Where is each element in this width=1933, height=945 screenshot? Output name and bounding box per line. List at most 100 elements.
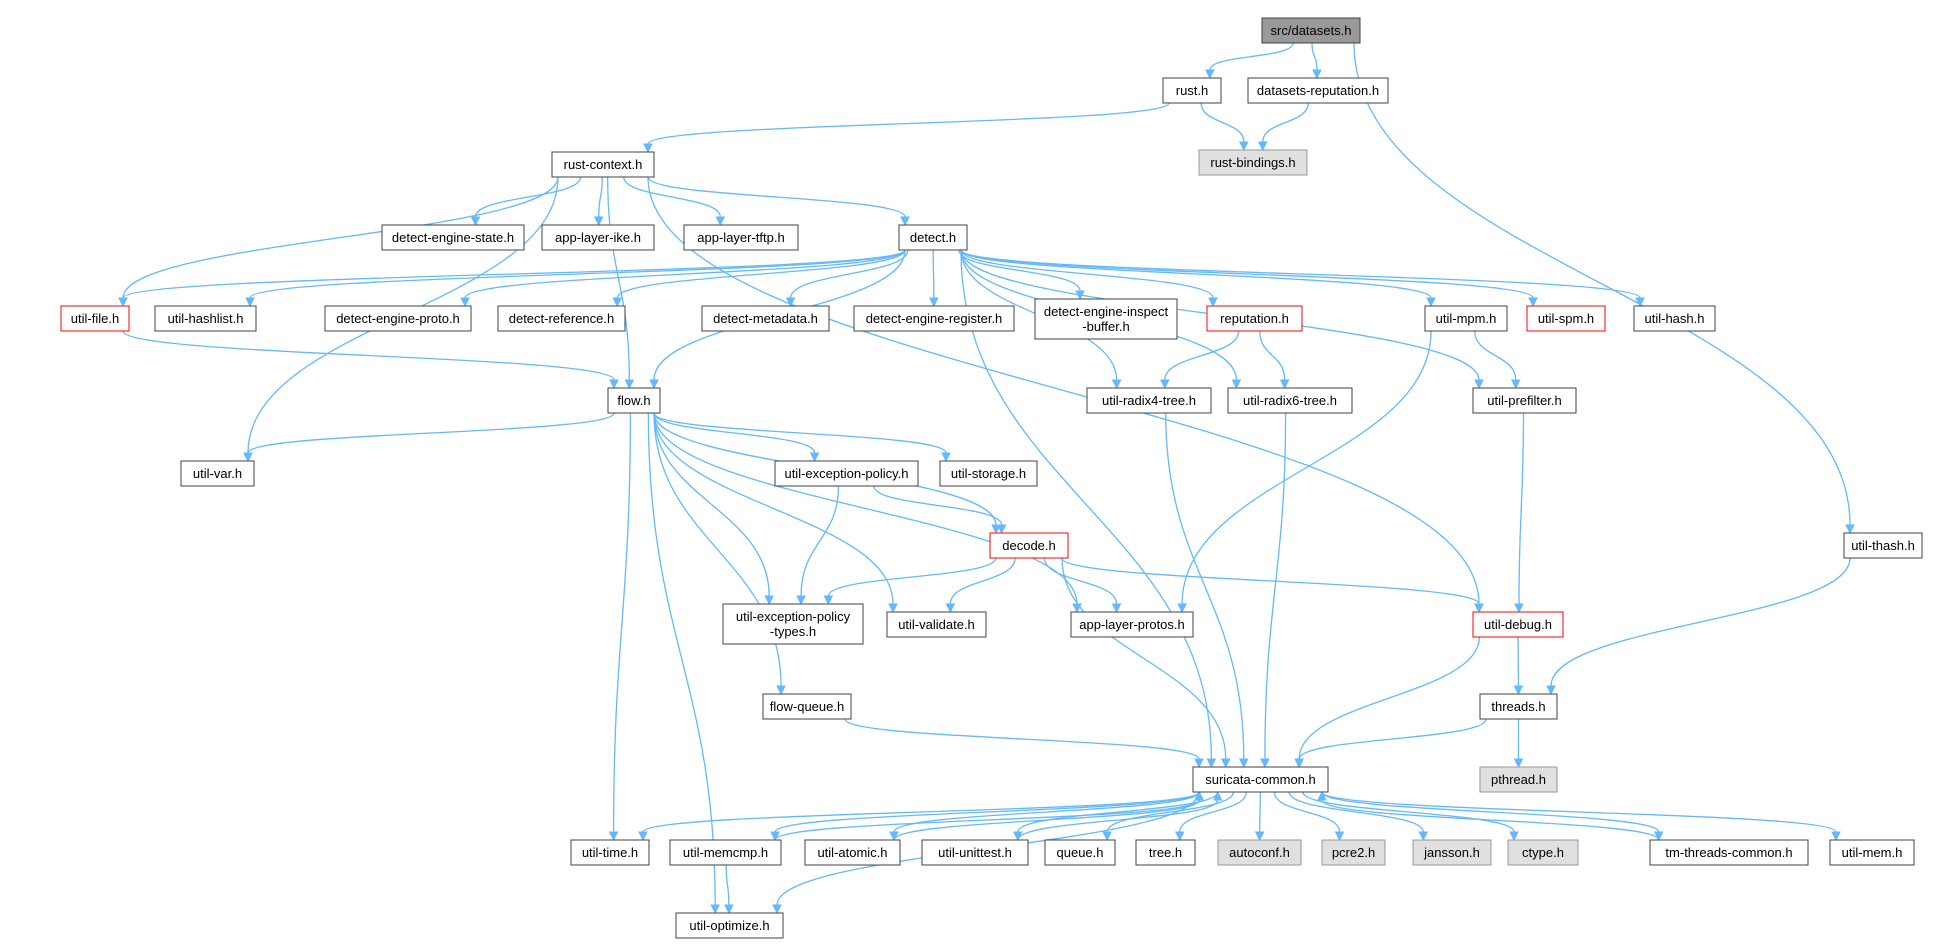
edge-detect-to-deproto bbox=[460, 249, 906, 308]
node-util-memcmp-h[interactable]: util-memcmp.h bbox=[669, 839, 782, 866]
node-detect-engine-register-h[interactable]: detect-engine-register.h bbox=[853, 305, 1015, 332]
node-label: util-thash.h bbox=[1851, 538, 1915, 553]
node-ctype-h[interactable]: ctype.h bbox=[1507, 839, 1579, 866]
edge-ufile-to-flow bbox=[122, 330, 619, 390]
node-util-validate-h[interactable]: util-validate.h bbox=[886, 611, 987, 638]
node-util-exception-policy-types-h[interactable]: util-exception-policy-types.h bbox=[722, 603, 864, 645]
node-label: src/datasets.h bbox=[1271, 23, 1352, 38]
node-label: util-var.h bbox=[193, 466, 242, 481]
node-label: detect-engine-inspect-buffer.h bbox=[1044, 304, 1169, 334]
node-detect-engine-inspect-buffer-h[interactable]: detect-engine-inspect-buffer.h bbox=[1034, 298, 1178, 340]
node-label: util-exception-policy.h bbox=[784, 466, 908, 481]
node-tm-threads-common-h[interactable]: tm-threads-common.h bbox=[1649, 839, 1809, 866]
node-label: jansson.h bbox=[1423, 845, 1480, 860]
node-label: suricata-common.h bbox=[1205, 772, 1316, 787]
node-util-radix4-tree-h[interactable]: util-radix4-tree.h bbox=[1086, 387, 1212, 414]
edge-uexc-to-uexct bbox=[796, 485, 840, 606]
node-util-thash-h[interactable]: util-thash.h bbox=[1843, 532, 1923, 559]
edge-decode-to-sc bbox=[1061, 557, 1231, 769]
node-detect-reference-h[interactable]: detect-reference.h bbox=[497, 305, 626, 332]
node-util-hash-h[interactable]: util-hash.h bbox=[1633, 305, 1716, 332]
edge-threads-to-sc bbox=[1294, 718, 1487, 769]
node-app-layer-tftp-h[interactable]: app-layer-tftp.h bbox=[683, 224, 799, 251]
node-util-file-h[interactable]: util-file.h bbox=[60, 305, 130, 332]
node-pcre2-h[interactable]: pcre2.h bbox=[1321, 839, 1386, 866]
edge-sc-to-jansson bbox=[1288, 791, 1429, 842]
node-decode-h[interactable]: decode.h bbox=[989, 532, 1069, 559]
node-app-layer-ike-h[interactable]: app-layer-ike.h bbox=[541, 224, 655, 251]
edge-detect-to-dref bbox=[612, 249, 906, 308]
node-threads-h[interactable]: threads.h bbox=[1479, 693, 1558, 720]
edge-decode-to-uexct bbox=[823, 557, 997, 606]
node-util-unittest-h[interactable]: util-unittest.h bbox=[921, 839, 1029, 866]
node-label: detect-engine-state.h bbox=[392, 230, 514, 245]
node-pthread-h[interactable]: pthread.h bbox=[1479, 766, 1558, 793]
node-util-time-h[interactable]: util-time.h bbox=[570, 839, 650, 866]
node-util-var-h[interactable]: util-var.h bbox=[180, 460, 255, 487]
node-autoconf-h[interactable]: autoconf.h bbox=[1217, 839, 1302, 866]
edge-sc-to-umemcmp bbox=[770, 791, 1200, 842]
edge-detect-to-dreg bbox=[929, 249, 939, 308]
node-label: detect-reference.h bbox=[509, 311, 615, 326]
node-label: pcre2.h bbox=[1332, 845, 1375, 860]
edge-rustctx-to-tftp bbox=[623, 176, 726, 227]
node-rust-h[interactable]: rust.h bbox=[1162, 77, 1222, 104]
node-util-radix6-tree-h[interactable]: util-radix6-tree.h bbox=[1227, 387, 1353, 414]
node-util-atomic-h[interactable]: util-atomic.h bbox=[804, 839, 901, 866]
node-label: tree.h bbox=[1149, 845, 1182, 860]
edge-uatomic-to-sc bbox=[893, 790, 1205, 841]
node-util-optimize-h[interactable]: util-optimize.h bbox=[675, 912, 784, 939]
node-detect-metadata-h[interactable]: detect-metadata.h bbox=[701, 305, 830, 332]
edge-detect-to-uhashlist bbox=[245, 249, 906, 308]
node-label: queue.h bbox=[1057, 845, 1104, 860]
node-reputation-h[interactable]: reputation.h bbox=[1206, 305, 1303, 332]
node-label: autoconf.h bbox=[1229, 845, 1290, 860]
edge-uexc-to-decode bbox=[873, 485, 1007, 535]
node-src-datasets-h[interactable]: src/datasets.h bbox=[1261, 17, 1361, 44]
edge-sc-to-ctype bbox=[1302, 791, 1519, 842]
node-rust-bindings-h[interactable]: rust-bindings.h bbox=[1198, 149, 1308, 176]
edge-uunit-to-sc bbox=[1017, 790, 1223, 841]
node-flow-queue-h[interactable]: flow-queue.h bbox=[762, 693, 852, 720]
node-label: util-mpm.h bbox=[1436, 311, 1497, 326]
node-util-prefilter-h[interactable]: util-prefilter.h bbox=[1472, 387, 1577, 414]
node-detect-h[interactable]: detect.h bbox=[898, 224, 968, 251]
node-label: reputation.h bbox=[1220, 311, 1289, 326]
node-jansson-h[interactable]: jansson.h bbox=[1412, 839, 1492, 866]
node-rust-context-h[interactable]: rust-context.h bbox=[551, 151, 655, 178]
edge-uthash-to-threads bbox=[1546, 557, 1851, 696]
edge-umpm-to-alp bbox=[1177, 330, 1432, 614]
edge-sc-to-utime bbox=[638, 791, 1200, 842]
node-label: util-validate.h bbox=[898, 617, 975, 632]
node-util-spm-h[interactable]: util-spm.h bbox=[1526, 305, 1606, 332]
edge-rustctx-to-des bbox=[470, 176, 582, 227]
edge-detect-to-uspm bbox=[960, 249, 1538, 308]
node-tree-h[interactable]: tree.h bbox=[1135, 839, 1196, 866]
node-util-storage-h[interactable]: util-storage.h bbox=[939, 460, 1038, 487]
node-flow-h[interactable]: flow.h bbox=[607, 387, 661, 414]
node-util-hashlist-h[interactable]: util-hashlist.h bbox=[154, 305, 257, 332]
node-datasets-reputation-h[interactable]: datasets-reputation.h bbox=[1247, 77, 1389, 104]
node-util-exception-policy-h[interactable]: util-exception-policy.h bbox=[774, 460, 919, 487]
node-util-debug-h[interactable]: util-debug.h bbox=[1472, 611, 1564, 638]
edge-rustctx-to-detect bbox=[647, 176, 910, 227]
edge-flow-to-uopt bbox=[647, 412, 720, 915]
edge-sc-to-tree bbox=[1174, 791, 1247, 842]
node-suricata-common-h[interactable]: suricata-common.h bbox=[1192, 766, 1329, 793]
node-detect-engine-state-h[interactable]: detect-engine-state.h bbox=[381, 224, 525, 251]
node-util-mpm-h[interactable]: util-mpm.h bbox=[1424, 305, 1508, 332]
edge-dsrep-to-rustb bbox=[1257, 102, 1309, 152]
edge-detect-to-repu bbox=[960, 249, 1218, 308]
edge-sc-to-autoconf bbox=[1254, 791, 1265, 842]
dependency-edges bbox=[118, 42, 1855, 915]
edge-detect-to-dmeta bbox=[785, 249, 909, 308]
edge-sc-to-tmtc bbox=[1321, 791, 1664, 842]
edge-rust-to-rustb bbox=[1200, 102, 1249, 152]
node-util-mem-h[interactable]: util-mem.h bbox=[1829, 839, 1915, 866]
node-queue-h[interactable]: queue.h bbox=[1044, 839, 1116, 866]
node-app-layer-protos-h[interactable]: app-layer-protos.h bbox=[1070, 611, 1194, 638]
node-label: util-exception-policy-types.h bbox=[736, 609, 851, 639]
node-detect-engine-proto-h[interactable]: detect-engine-proto.h bbox=[324, 305, 472, 332]
header-nodes: src/datasets.h rust.h datasets-reputation.… bbox=[60, 17, 1923, 939]
node-label: app-layer-tftp.h bbox=[697, 230, 784, 245]
